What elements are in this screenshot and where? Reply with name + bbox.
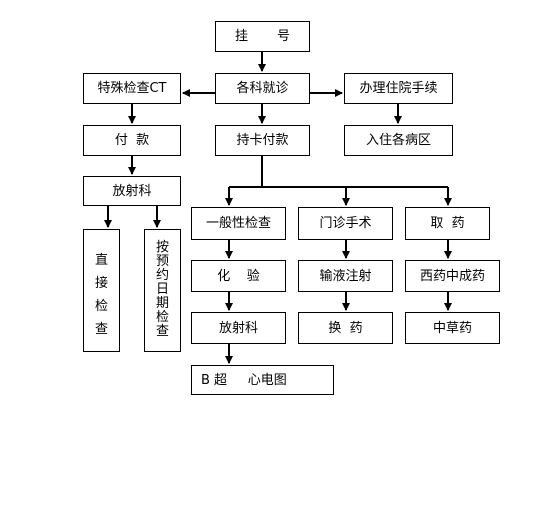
lab-test-box: 化 验 — [191, 260, 286, 292]
direct-exam-char: 检 — [95, 299, 109, 314]
admission-box: 办理住院手续 — [344, 73, 453, 104]
direct-exam-char: 接 — [95, 276, 109, 291]
pay-box: 付 款 — [83, 125, 181, 156]
radiology-box-mid: 放射科 — [191, 312, 286, 344]
ward-box: 入住各病区 — [344, 125, 453, 156]
register-box: 挂 号 — [215, 21, 310, 52]
appointment-exam-char: 检 — [156, 310, 170, 325]
ultrasound-ecg-box: B 超 心电图 — [191, 365, 334, 395]
herbal-medicine-box: 中草药 — [405, 312, 500, 344]
appointment-exam-char: 查 — [156, 324, 170, 339]
dressing-change-box: 换 药 — [298, 312, 393, 344]
special-ct-box: 特殊检查CT — [83, 73, 181, 104]
card-pay-box: 持卡付款 — [215, 125, 310, 156]
general-exam-box: 一般性检查 — [191, 207, 286, 240]
appointment-exam-char: 按 — [156, 240, 170, 255]
infusion-box: 输液注射 — [298, 260, 393, 292]
radiology-box-left: 放射科 — [83, 176, 181, 206]
appointment-exam-char: 期 — [156, 296, 170, 311]
outpatient-surgery-box: 门诊手术 — [298, 207, 393, 240]
direct-exam-box: 直 接 检 查 — [83, 229, 120, 352]
take-medicine-box: 取 药 — [405, 207, 490, 240]
appointment-exam-char: 日 — [156, 282, 170, 297]
appointment-exam-box: 按 预 约 日 期 检 查 — [144, 229, 181, 352]
consult-box: 各科就诊 — [215, 73, 310, 104]
appointment-exam-char: 预 — [156, 254, 170, 269]
medicine-types-box: 西药中成药 — [405, 260, 500, 292]
direct-exam-char: 直 — [95, 253, 109, 268]
appointment-exam-char: 约 — [156, 268, 170, 283]
direct-exam-char: 查 — [95, 322, 109, 337]
